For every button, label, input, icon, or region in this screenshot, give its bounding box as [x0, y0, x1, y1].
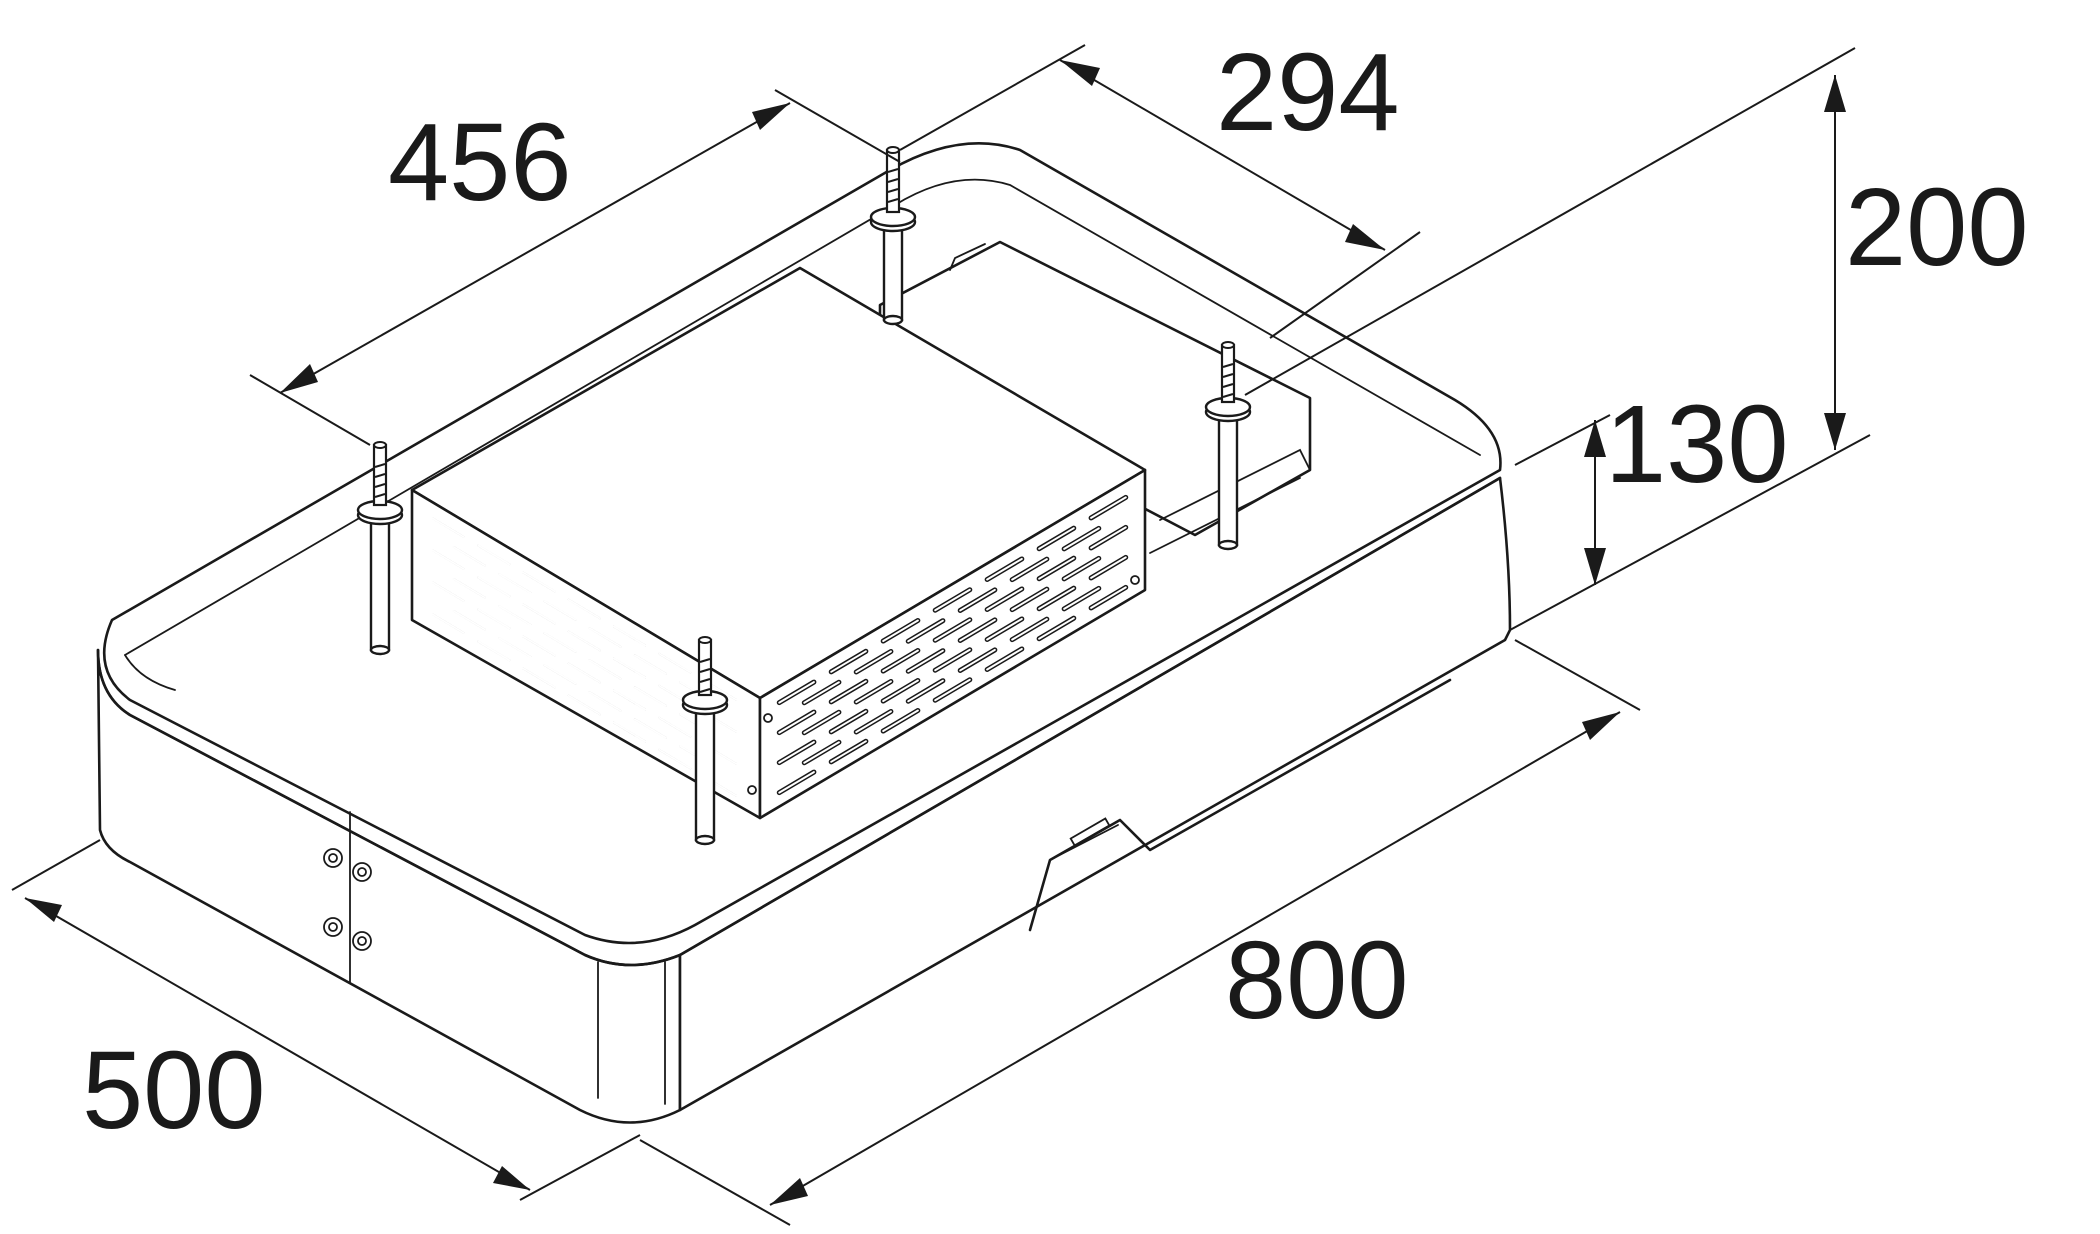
perforated-motor-box: [410, 266, 1147, 820]
threaded-rod-4: [681, 636, 729, 846]
dim-label-500: 500: [82, 1029, 266, 1152]
hood-inner-rim: [124, 178, 1481, 656]
threaded-rod-3: [1204, 341, 1252, 551]
hood-cable-notch: [1028, 678, 1452, 932]
dim-label-800: 800: [1225, 919, 1409, 1042]
mounting-rods: [356, 146, 1252, 846]
motor-box-right-vents: [776, 494, 1129, 796]
dim-label-130: 130: [1605, 383, 1789, 506]
panel-screws: [323, 848, 372, 951]
dimension-lines: [11, 44, 1871, 1226]
threaded-rod-1: [356, 441, 404, 656]
dim-label-456: 456: [388, 101, 572, 224]
threaded-rod-2: [869, 146, 917, 326]
dim-label-294: 294: [1216, 31, 1400, 154]
dim-label-200: 200: [1845, 166, 2029, 289]
